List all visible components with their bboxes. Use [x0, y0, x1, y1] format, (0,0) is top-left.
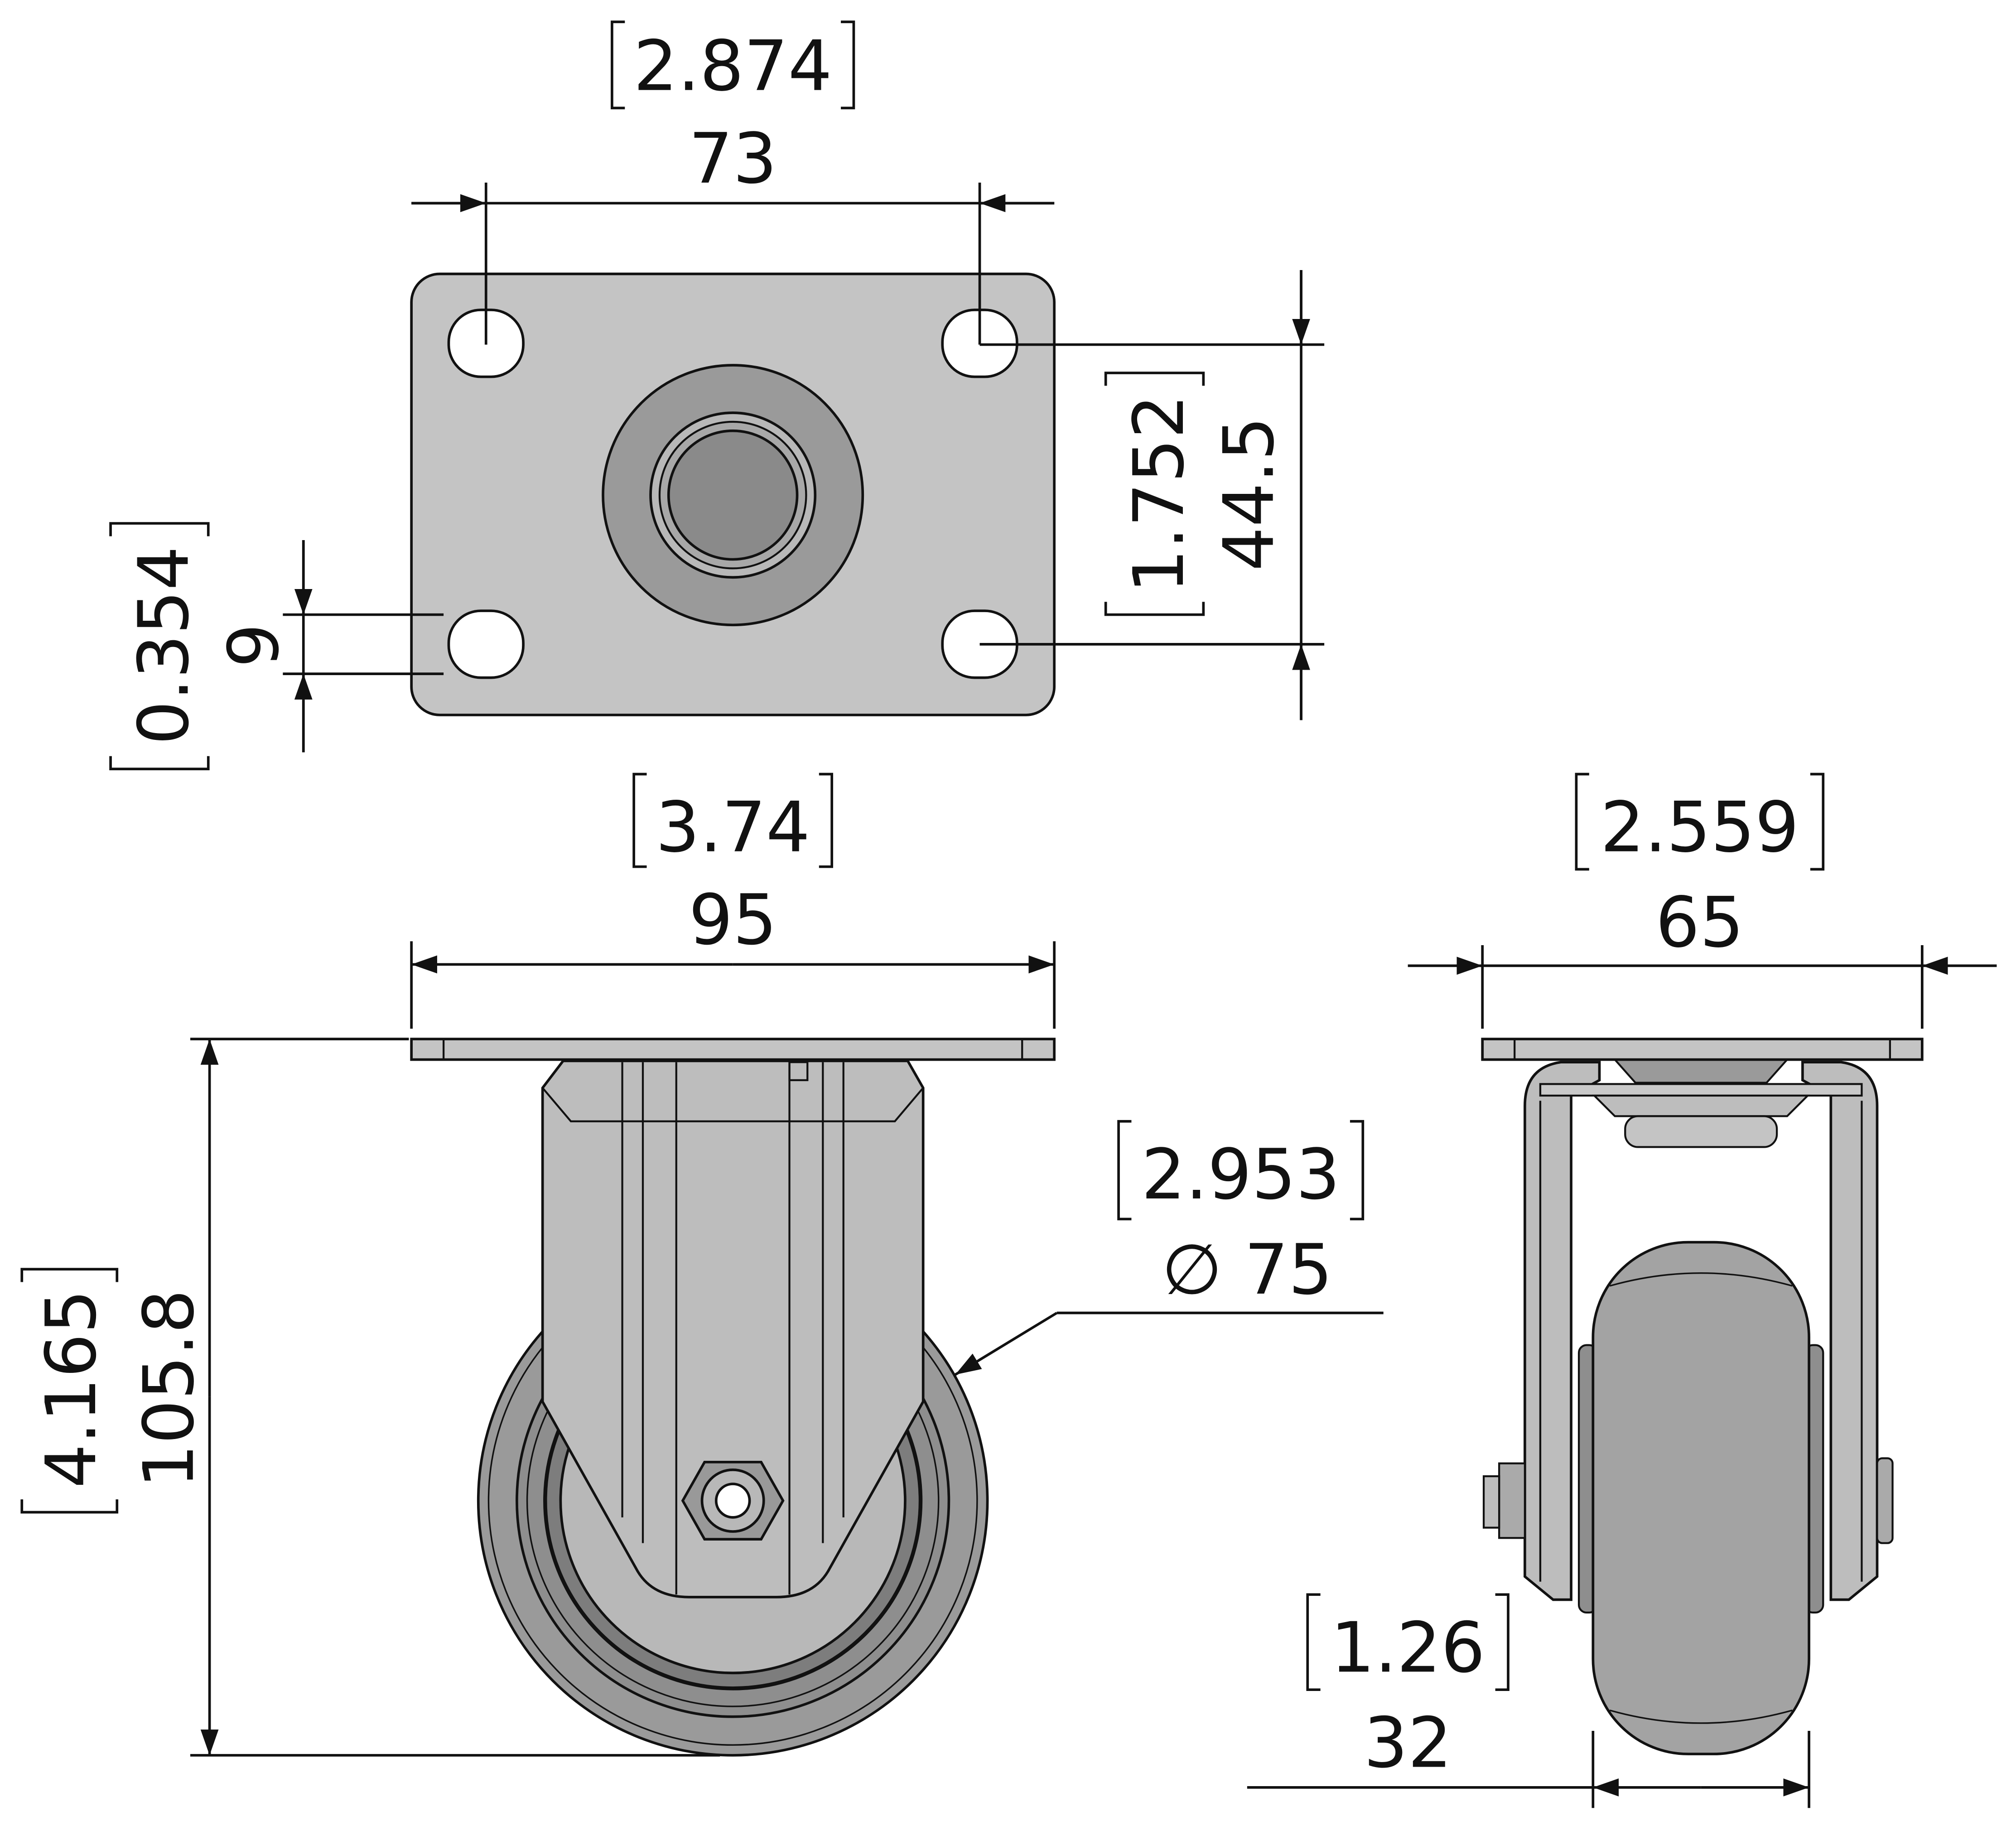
dim-wheel-diameter: 2.953 ∅ 75 [955, 1120, 1384, 1376]
front-fork [541, 1059, 925, 1599]
dim-wheel-dia-in: 2.953 [1141, 1135, 1340, 1215]
dim-height: 4.165 105.8 [20, 1038, 720, 1757]
dim-tread-mm: 32 [1364, 1703, 1452, 1783]
side-bearing [1612, 1058, 1789, 1084]
side-kingpin-cap [1624, 1115, 1778, 1148]
side-axle-nut [1498, 1462, 1526, 1539]
dim-side-width-mm: 65 [1655, 883, 1744, 963]
dim-top-width-in: 2.874 [633, 26, 832, 107]
dim-wheel-dia-mm: ∅ 75 [1162, 1230, 1332, 1310]
dim-slot-in: 0.354 [124, 546, 204, 745]
front-plate [410, 1038, 1056, 1061]
dim-top-width: 2.874 73 [411, 20, 1055, 345]
dim-front-width-in: 3.74 [656, 787, 810, 868]
dim-hole-spacing-mm: 44.5 [1209, 416, 1290, 571]
dim-tread: 1.26 32 [1247, 1593, 1810, 1808]
dim-hole-spacing-in: 1.752 [1119, 394, 1200, 593]
dim-hole-spacing: 1.752 44.5 [979, 270, 1325, 720]
dim-side-width-in: 2.559 [1600, 787, 1799, 868]
dim-height-mm: 105.8 [129, 1290, 210, 1488]
side-wheel [1592, 1241, 1810, 1755]
dim-front-width: 3.74 95 [410, 773, 1056, 1029]
bearing-center [667, 429, 799, 561]
side-axle-bolt [1482, 1475, 1500, 1529]
dim-slot-mm: 9 [214, 623, 294, 668]
side-axle-head [1876, 1457, 1894, 1544]
dim-tread-in: 1.26 [1331, 1608, 1485, 1688]
side-crossbar [1539, 1083, 1863, 1097]
side-fork-left [1524, 1061, 1601, 1601]
mount-slot-bottom-left [447, 609, 525, 679]
side-fork-right [1801, 1061, 1879, 1601]
front-view: 3.74 95 4.165 105.8 2.953 ∅ 75 [20, 773, 1384, 1757]
dim-side-width: 2.559 65 [1408, 773, 1997, 1029]
dim-slot: 0.354 9 [109, 522, 444, 770]
dim-height-in: 4.165 [31, 1290, 112, 1488]
top-view: 2.874 73 1.752 44.5 0.354 9 [109, 20, 1325, 770]
side-plate [1481, 1038, 1924, 1061]
side-view: 2.559 65 1.26 32 [1247, 773, 1997, 1808]
dim-front-width-mm: 95 [689, 880, 777, 961]
dim-top-width-mm: 73 [689, 119, 777, 199]
